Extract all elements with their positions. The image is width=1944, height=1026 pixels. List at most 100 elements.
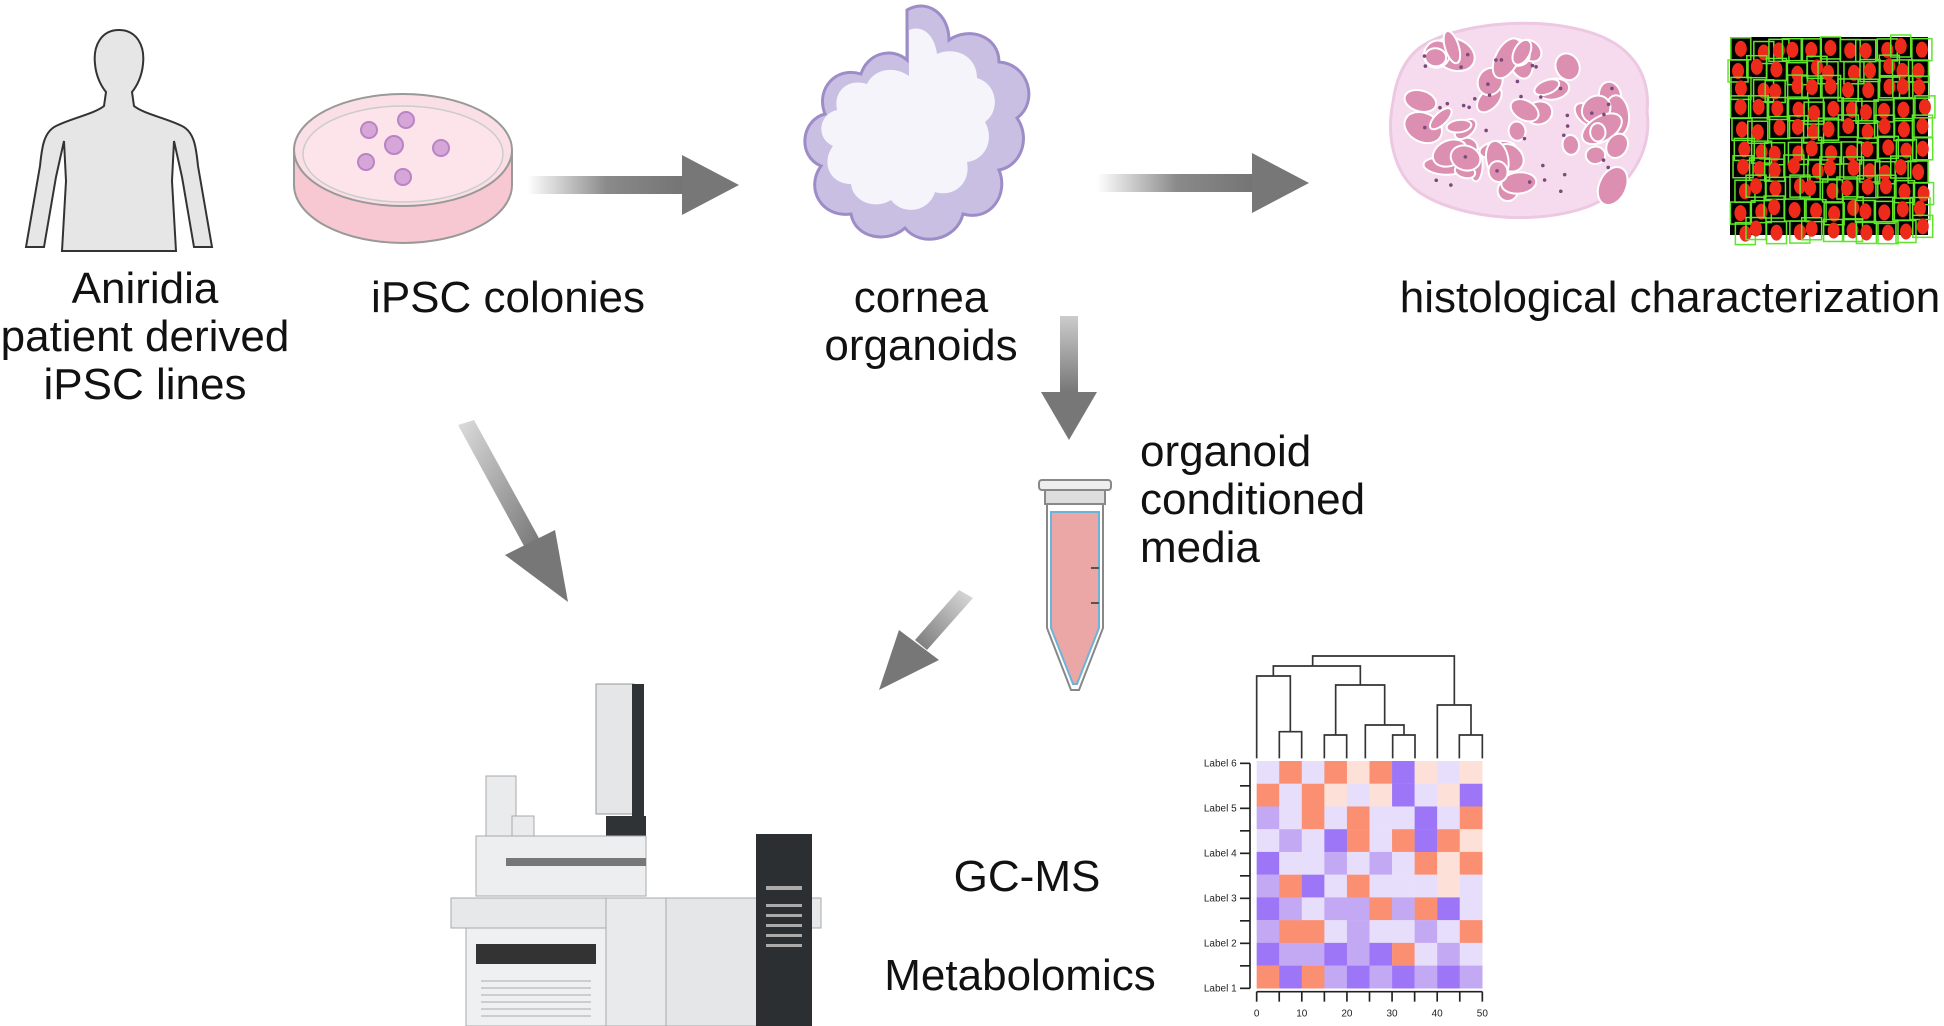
x-tick-label: 10	[1296, 1009, 1308, 1020]
tissue-fiber	[1596, 166, 1629, 207]
cell-membrane	[1766, 96, 1789, 121]
heatmap-cell	[1279, 874, 1302, 898]
cell-nucleus	[1842, 118, 1855, 135]
nucleus	[1423, 64, 1428, 68]
heatmap-cell	[1279, 851, 1302, 875]
heatmap-cell	[1369, 920, 1393, 944]
nucleus	[1542, 178, 1547, 182]
heatmap-cell	[1437, 942, 1460, 966]
arrow-diagonal-icon	[458, 420, 568, 602]
cell-nucleus	[1827, 222, 1840, 239]
heatmap-cell	[1324, 965, 1348, 989]
cell-nucleus	[1822, 64, 1835, 81]
dendrogram-branch	[1364, 724, 1405, 759]
cell-nucleus	[1878, 118, 1891, 135]
heatmap-cell	[1459, 897, 1483, 921]
cell-nucleus	[1912, 63, 1925, 80]
nucleus	[1438, 105, 1442, 110]
heatmap-cell	[1414, 806, 1438, 830]
tissue-fiber	[1511, 38, 1533, 66]
heatmap-cell	[1437, 761, 1460, 784]
nucleus	[1484, 128, 1488, 133]
cell-membrane	[1877, 220, 1899, 245]
tissue-fiber	[1605, 132, 1629, 159]
cell-nucleus	[1752, 98, 1765, 115]
tissue-fiber	[1500, 171, 1538, 195]
nucleus	[1602, 112, 1606, 117]
cell-nucleus	[1894, 159, 1907, 176]
cell-nucleus	[1769, 83, 1782, 100]
heatmap-cell	[1414, 942, 1438, 966]
heatmap-cell	[1392, 942, 1415, 966]
heatmap-cell	[1301, 806, 1325, 830]
organoids-label-line: organoids	[824, 321, 1018, 370]
row-label: Label 4	[1204, 849, 1237, 860]
heatmap-cell	[1414, 920, 1438, 944]
cell-membrane	[1799, 176, 1821, 200]
cell-nucleus	[1915, 41, 1928, 58]
row-label: Label 1	[1204, 984, 1237, 995]
cell-nucleus	[1863, 163, 1876, 180]
row-label: Label 3	[1204, 894, 1237, 905]
cell-nucleus	[1879, 164, 1892, 181]
heatmap-cell	[1369, 783, 1393, 807]
cell-nucleus	[1787, 158, 1800, 175]
media-label-line: conditioned	[1140, 475, 1366, 524]
cell-nucleus	[1805, 41, 1818, 58]
heatmap-cell	[1346, 965, 1370, 989]
dendrogram-branch	[1334, 684, 1386, 735]
cell-membrane	[1895, 219, 1917, 244]
arrow-down-icon	[1041, 316, 1097, 440]
cell-membrane	[1729, 201, 1752, 225]
dendrogram-branch	[1391, 734, 1416, 759]
cell-membrane	[1783, 154, 1805, 178]
heatmap-cell	[1392, 761, 1415, 784]
heatmap-cell	[1279, 829, 1302, 853]
tissue-fiber	[1554, 52, 1581, 82]
gc-ms-label: GC-MS	[953, 852, 1101, 901]
cell-membrane	[1855, 100, 1877, 125]
heatmap-cell	[1392, 897, 1415, 921]
heatmap-cell	[1256, 942, 1280, 966]
cell-nucleus	[1751, 124, 1764, 141]
cell-membrane	[1892, 97, 1915, 122]
cell-nucleus	[1883, 78, 1896, 95]
cell-membrane	[1893, 117, 1915, 142]
nucleus	[1494, 58, 1498, 62]
cell-nucleus	[1896, 62, 1909, 79]
cell-nucleus	[1822, 121, 1835, 138]
heatmap-cell	[1256, 761, 1280, 784]
cell-nucleus	[1735, 121, 1748, 138]
cell-membrane	[1768, 115, 1791, 140]
cell-nucleus	[1770, 61, 1783, 78]
heatmap-cell	[1392, 920, 1415, 944]
cell-nucleus	[1738, 183, 1751, 200]
cell-nucleus	[1753, 161, 1766, 178]
cell-nucleus	[1732, 62, 1745, 79]
x-tick-label: 0	[1254, 1009, 1260, 1020]
nucleus	[1589, 111, 1594, 115]
heatmap-cell	[1301, 874, 1325, 898]
patient-lines-label: Aniridia patient derived iPSC lines	[0, 265, 290, 409]
tissue-fiber	[1403, 89, 1438, 113]
x-tick-label: 40	[1432, 1009, 1444, 1020]
heatmap-cell	[1369, 942, 1393, 966]
cell-nucleus	[1897, 121, 1910, 138]
heatmap-cell	[1279, 897, 1302, 921]
cell-nucleus	[1750, 58, 1763, 75]
nucleus	[1487, 93, 1492, 97]
organoids-label-line: cornea	[853, 273, 989, 322]
dendrogram	[1255, 655, 1484, 759]
cell-membrane	[1875, 174, 1897, 198]
cell-nucleus	[1844, 42, 1857, 59]
heatmap-cell	[1256, 829, 1280, 853]
x-tick-label: 50	[1477, 1009, 1489, 1020]
media-label-line: media	[1140, 523, 1260, 572]
cell-nucleus	[1791, 118, 1804, 135]
cell-membrane	[1854, 199, 1877, 224]
heatmap-cell	[1459, 806, 1483, 830]
petri-dish-icon	[293, 93, 513, 244]
cell-membrane	[1911, 137, 1934, 161]
cell-nucleus	[1825, 145, 1838, 162]
cell-nucleus	[1810, 202, 1823, 219]
